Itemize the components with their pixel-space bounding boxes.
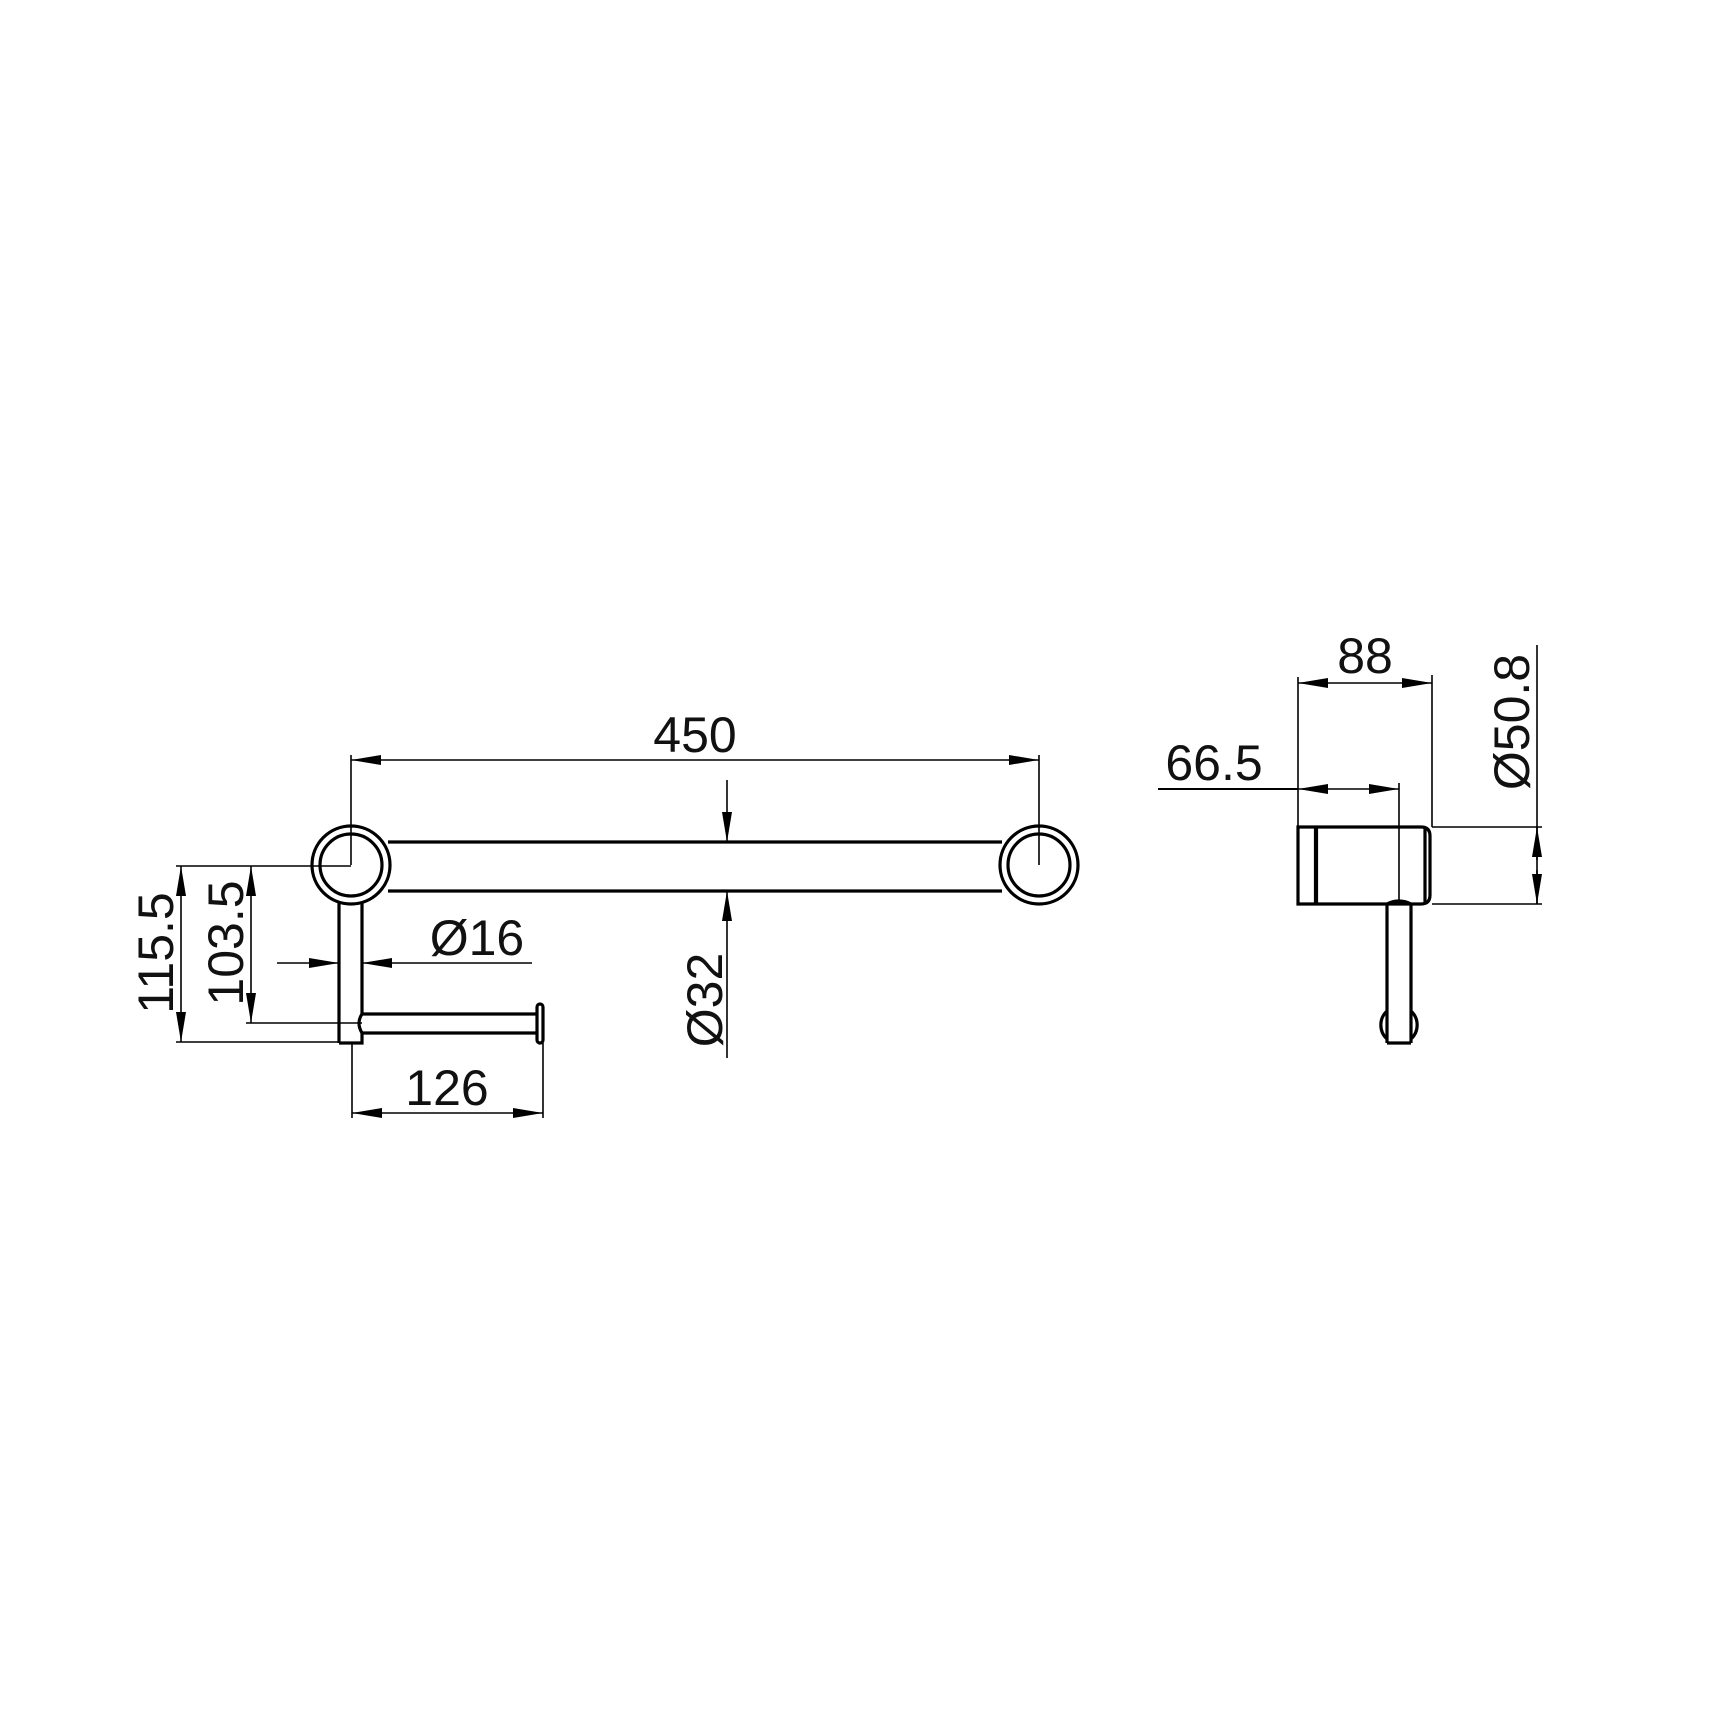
side-flange-body bbox=[1296, 825, 1432, 906]
dim-66-5: 66.5 bbox=[1158, 735, 1400, 904]
paper-holder-stem bbox=[337, 903, 364, 1045]
dim-bar-diameter: Ø32 bbox=[677, 780, 733, 1058]
dim-103-5: 103.5 bbox=[198, 866, 362, 1024]
dim-stem-diameter: Ø16 bbox=[277, 910, 532, 968]
dim-450: 450 bbox=[350, 707, 1040, 865]
dim-450-label: 450 bbox=[653, 707, 736, 763]
dim-88: 88 bbox=[1297, 628, 1433, 827]
dim-66-5-label: 66.5 bbox=[1165, 735, 1262, 791]
dim-flange-diameter-label: Ø50.8 bbox=[1484, 654, 1540, 790]
side-stem bbox=[1379, 899, 1419, 1045]
front-view: 450 Ø32 Ø16 115.5 103.5 bbox=[128, 707, 1080, 1118]
side-view: 88 66.5 Ø50.8 bbox=[1158, 628, 1542, 1045]
dim-103-5-label: 103.5 bbox=[198, 880, 254, 1005]
dim-126: 126 bbox=[351, 1043, 544, 1118]
dim-115-5-label: 115.5 bbox=[128, 892, 184, 1013]
dim-88-label: 88 bbox=[1337, 628, 1393, 684]
dim-stem-diameter-label: Ø16 bbox=[430, 910, 525, 966]
dim-bar-diameter-label: Ø32 bbox=[677, 953, 733, 1048]
grab-bar bbox=[388, 840, 1002, 893]
dim-126-label: 126 bbox=[405, 1060, 488, 1116]
paper-roll-rod bbox=[362, 1002, 545, 1045]
dim-flange-diameter: Ø50.8 bbox=[1432, 645, 1542, 905]
dim-115-5: 115.5 bbox=[128, 865, 351, 1043]
